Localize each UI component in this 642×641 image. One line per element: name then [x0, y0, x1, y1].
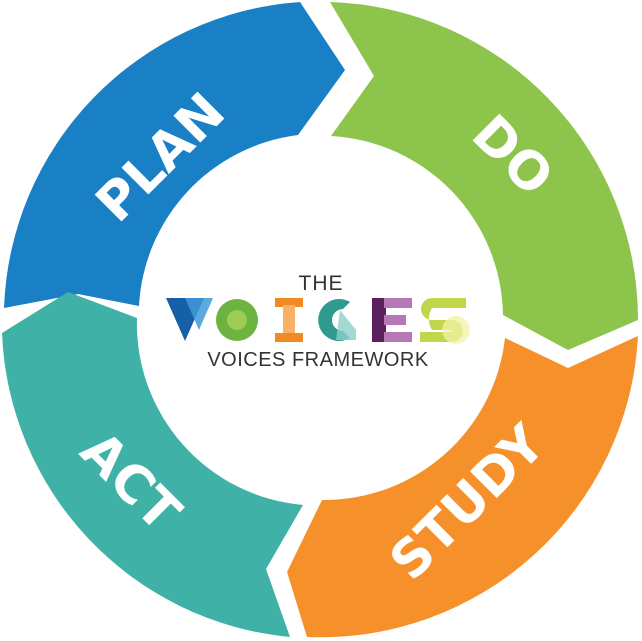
segment-act[interactable]: ACT	[2, 292, 303, 637]
study-arrow-segment	[287, 336, 638, 638]
plan-arrow-segment	[4, 2, 345, 308]
segment-plan[interactable]: PLAN	[4, 2, 345, 308]
segment-study[interactable]: STUDY	[287, 336, 638, 638]
segment-do[interactable]: DO	[330, 2, 639, 350]
do-arrow-segment	[330, 2, 639, 350]
act-arrow-segment	[2, 292, 303, 637]
